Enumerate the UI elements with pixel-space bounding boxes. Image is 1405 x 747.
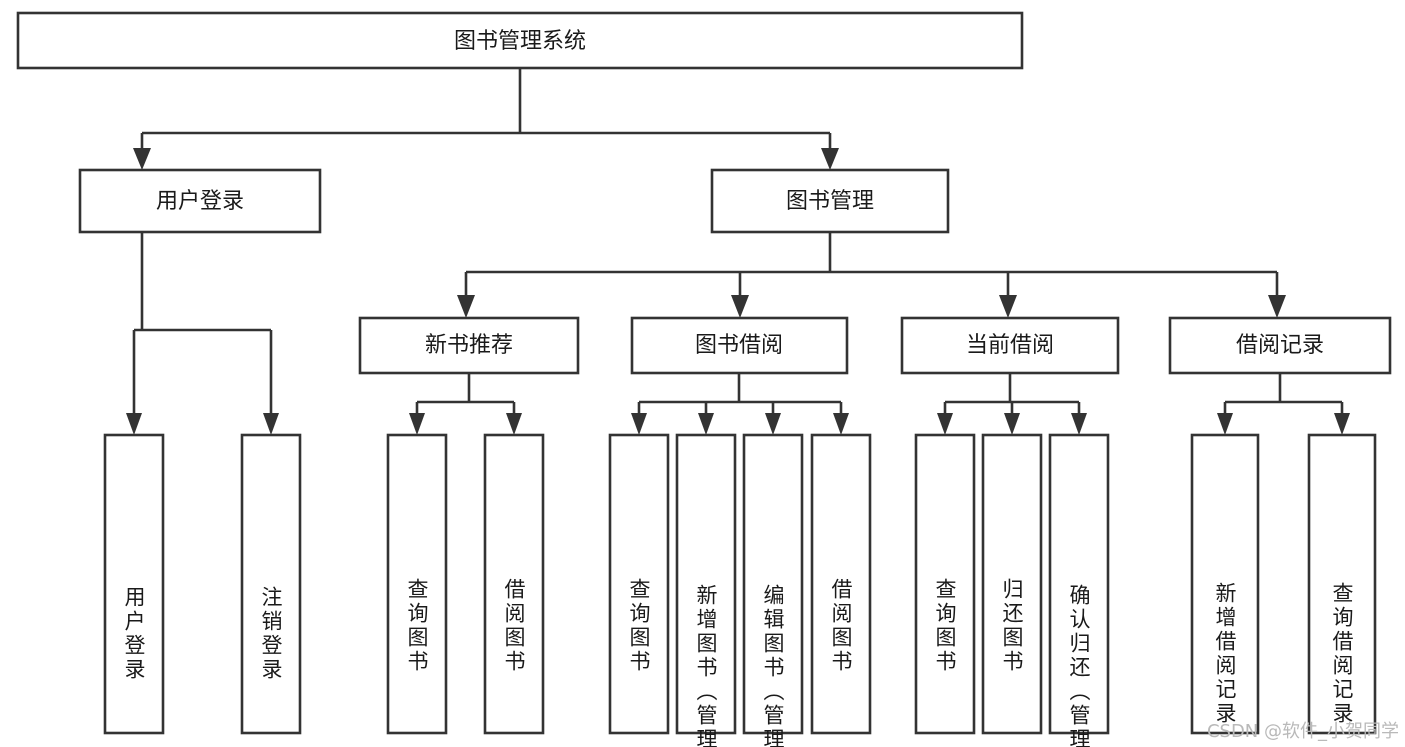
node-book-management-label: 图书管理 [786, 189, 874, 214]
node-leaf-query-book-1[interactable]: 查询图书 [386, 433, 448, 735]
node-leaf-query-record-label: 查询借阅记录 [1330, 582, 1354, 726]
node-root-box[interactable] [16, 11, 1024, 70]
arrow-to-current-borrow [999, 295, 1017, 318]
arrow-to-leaf-user-login [126, 413, 142, 435]
arrow-to-leaf-return-book [1004, 413, 1020, 435]
node-borrow-record[interactable]: 借阅记录 [1168, 316, 1392, 375]
node-leaf-return-book-box[interactable] [981, 433, 1043, 735]
node-leaf-confirm-return-label: 确认归还（管理员） [1067, 584, 1091, 747]
node-book-borrow[interactable]: 图书借阅 [630, 316, 849, 375]
node-leaf-logout-box[interactable] [240, 433, 302, 735]
node-user-login[interactable]: 用户登录 [78, 168, 322, 234]
csdn-watermark: CSDN @软件_小贺同学 [1206, 721, 1399, 742]
node-leaf-borrow-book-1-box[interactable] [483, 433, 545, 735]
node-leaf-query-record-box[interactable] [1307, 433, 1377, 735]
node-leaf-confirm-return[interactable]: 确认归还（管理员） [1048, 433, 1110, 747]
node-leaf-query-book-1-box[interactable] [386, 433, 448, 735]
arrow-to-new-book-recommend [457, 295, 475, 318]
node-leaf-user-login[interactable]: 用户登录 [103, 433, 165, 735]
arrow-to-leaf-borrow-book-1 [506, 413, 522, 435]
arrow-to-leaf-borrow-book-2 [833, 413, 849, 435]
node-new-book-recommend-label: 新书推荐 [425, 333, 513, 358]
node-leaf-edit-book[interactable]: 编辑图书（管理员） [742, 433, 804, 747]
node-book-borrow-box[interactable] [630, 316, 849, 375]
arrow-to-leaf-query-book-3 [937, 413, 953, 435]
arrow-to-book-borrow [731, 295, 749, 318]
node-leaf-add-record[interactable]: 新增借阅记录 [1190, 433, 1260, 735]
connectors-group [126, 68, 1350, 435]
node-leaf-add-book[interactable]: 新增图书（管理员） [675, 433, 737, 747]
node-user-login-box[interactable] [78, 168, 322, 234]
node-leaf-query-book-2-label: 查询图书 [627, 578, 651, 674]
node-leaf-query-book-3-label: 查询图书 [933, 578, 957, 674]
arrow-to-borrow-record [1268, 295, 1286, 318]
node-current-borrow[interactable]: 当前借阅 [900, 316, 1120, 375]
node-leaf-query-book-3[interactable]: 查询图书 [914, 433, 976, 735]
node-leaf-return-book-label: 归还图书 [1000, 578, 1024, 674]
node-leaf-logout[interactable]: 注销登录 [240, 433, 302, 735]
arrow-to-leaf-logout [263, 413, 279, 435]
node-current-borrow-box[interactable] [900, 316, 1120, 375]
node-leaf-query-book-1-label: 查询图书 [405, 578, 429, 674]
node-leaf-edit-book-box[interactable] [742, 433, 804, 735]
node-book-management[interactable]: 图书管理 [710, 168, 950, 234]
node-leaf-logout-label: 注销登录 [259, 586, 283, 682]
node-leaf-borrow-book-1[interactable]: 借阅图书 [483, 433, 545, 735]
node-user-login-label: 用户登录 [156, 189, 244, 214]
node-leaf-user-login-label: 用户登录 [122, 586, 146, 682]
arrow-to-leaf-query-record [1334, 413, 1350, 435]
node-leaf-return-book[interactable]: 归还图书 [981, 433, 1043, 735]
node-new-book-recommend-box[interactable] [358, 316, 580, 375]
node-borrow-record-label: 借阅记录 [1236, 333, 1324, 358]
node-leaf-query-book-2[interactable]: 查询图书 [608, 433, 670, 735]
arrow-to-leaf-query-book-1 [409, 413, 425, 435]
node-leaf-borrow-book-1-label: 借阅图书 [502, 578, 526, 674]
node-leaf-add-book-label: 新增图书（管理员） [694, 584, 718, 747]
arrow-to-leaf-add-record [1217, 413, 1233, 435]
node-leaf-query-book-2-box[interactable] [608, 433, 670, 735]
arrow-to-leaf-edit-book [765, 413, 781, 435]
node-leaf-add-record-box[interactable] [1190, 433, 1260, 735]
node-leaf-confirm-return-box[interactable] [1048, 433, 1110, 735]
node-leaf-query-book-3-box[interactable] [914, 433, 976, 735]
node-leaf-borrow-book-2-box[interactable] [810, 433, 872, 735]
arrow-to-leaf-add-book [698, 413, 714, 435]
node-leaf-user-login-box[interactable] [103, 433, 165, 735]
node-borrow-record-box[interactable] [1168, 316, 1392, 375]
node-leaf-add-book-box[interactable] [675, 433, 737, 735]
node-book-borrow-label: 图书借阅 [695, 333, 783, 358]
node-leaf-query-record[interactable]: 查询借阅记录 [1307, 433, 1377, 735]
node-root[interactable]: 图书管理系统 [16, 11, 1024, 70]
node-current-borrow-label: 当前借阅 [966, 333, 1054, 358]
node-root-label: 图书管理系统 [454, 29, 586, 54]
node-book-management-box[interactable] [710, 168, 950, 234]
arrow-to-leaf-query-book-2 [631, 413, 647, 435]
node-leaf-edit-book-label: 编辑图书（管理员） [761, 584, 785, 747]
node-leaf-borrow-book-2-label: 借阅图书 [829, 578, 853, 674]
node-leaf-add-record-label: 新增借阅记录 [1213, 582, 1237, 726]
node-leaf-borrow-book-2[interactable]: 借阅图书 [810, 433, 872, 735]
arrow-root-to-user-login [133, 148, 151, 170]
arrow-to-leaf-confirm-return [1071, 413, 1087, 435]
arrow-root-to-book-management [821, 148, 839, 170]
node-new-book-recommend[interactable]: 新书推荐 [358, 316, 580, 375]
